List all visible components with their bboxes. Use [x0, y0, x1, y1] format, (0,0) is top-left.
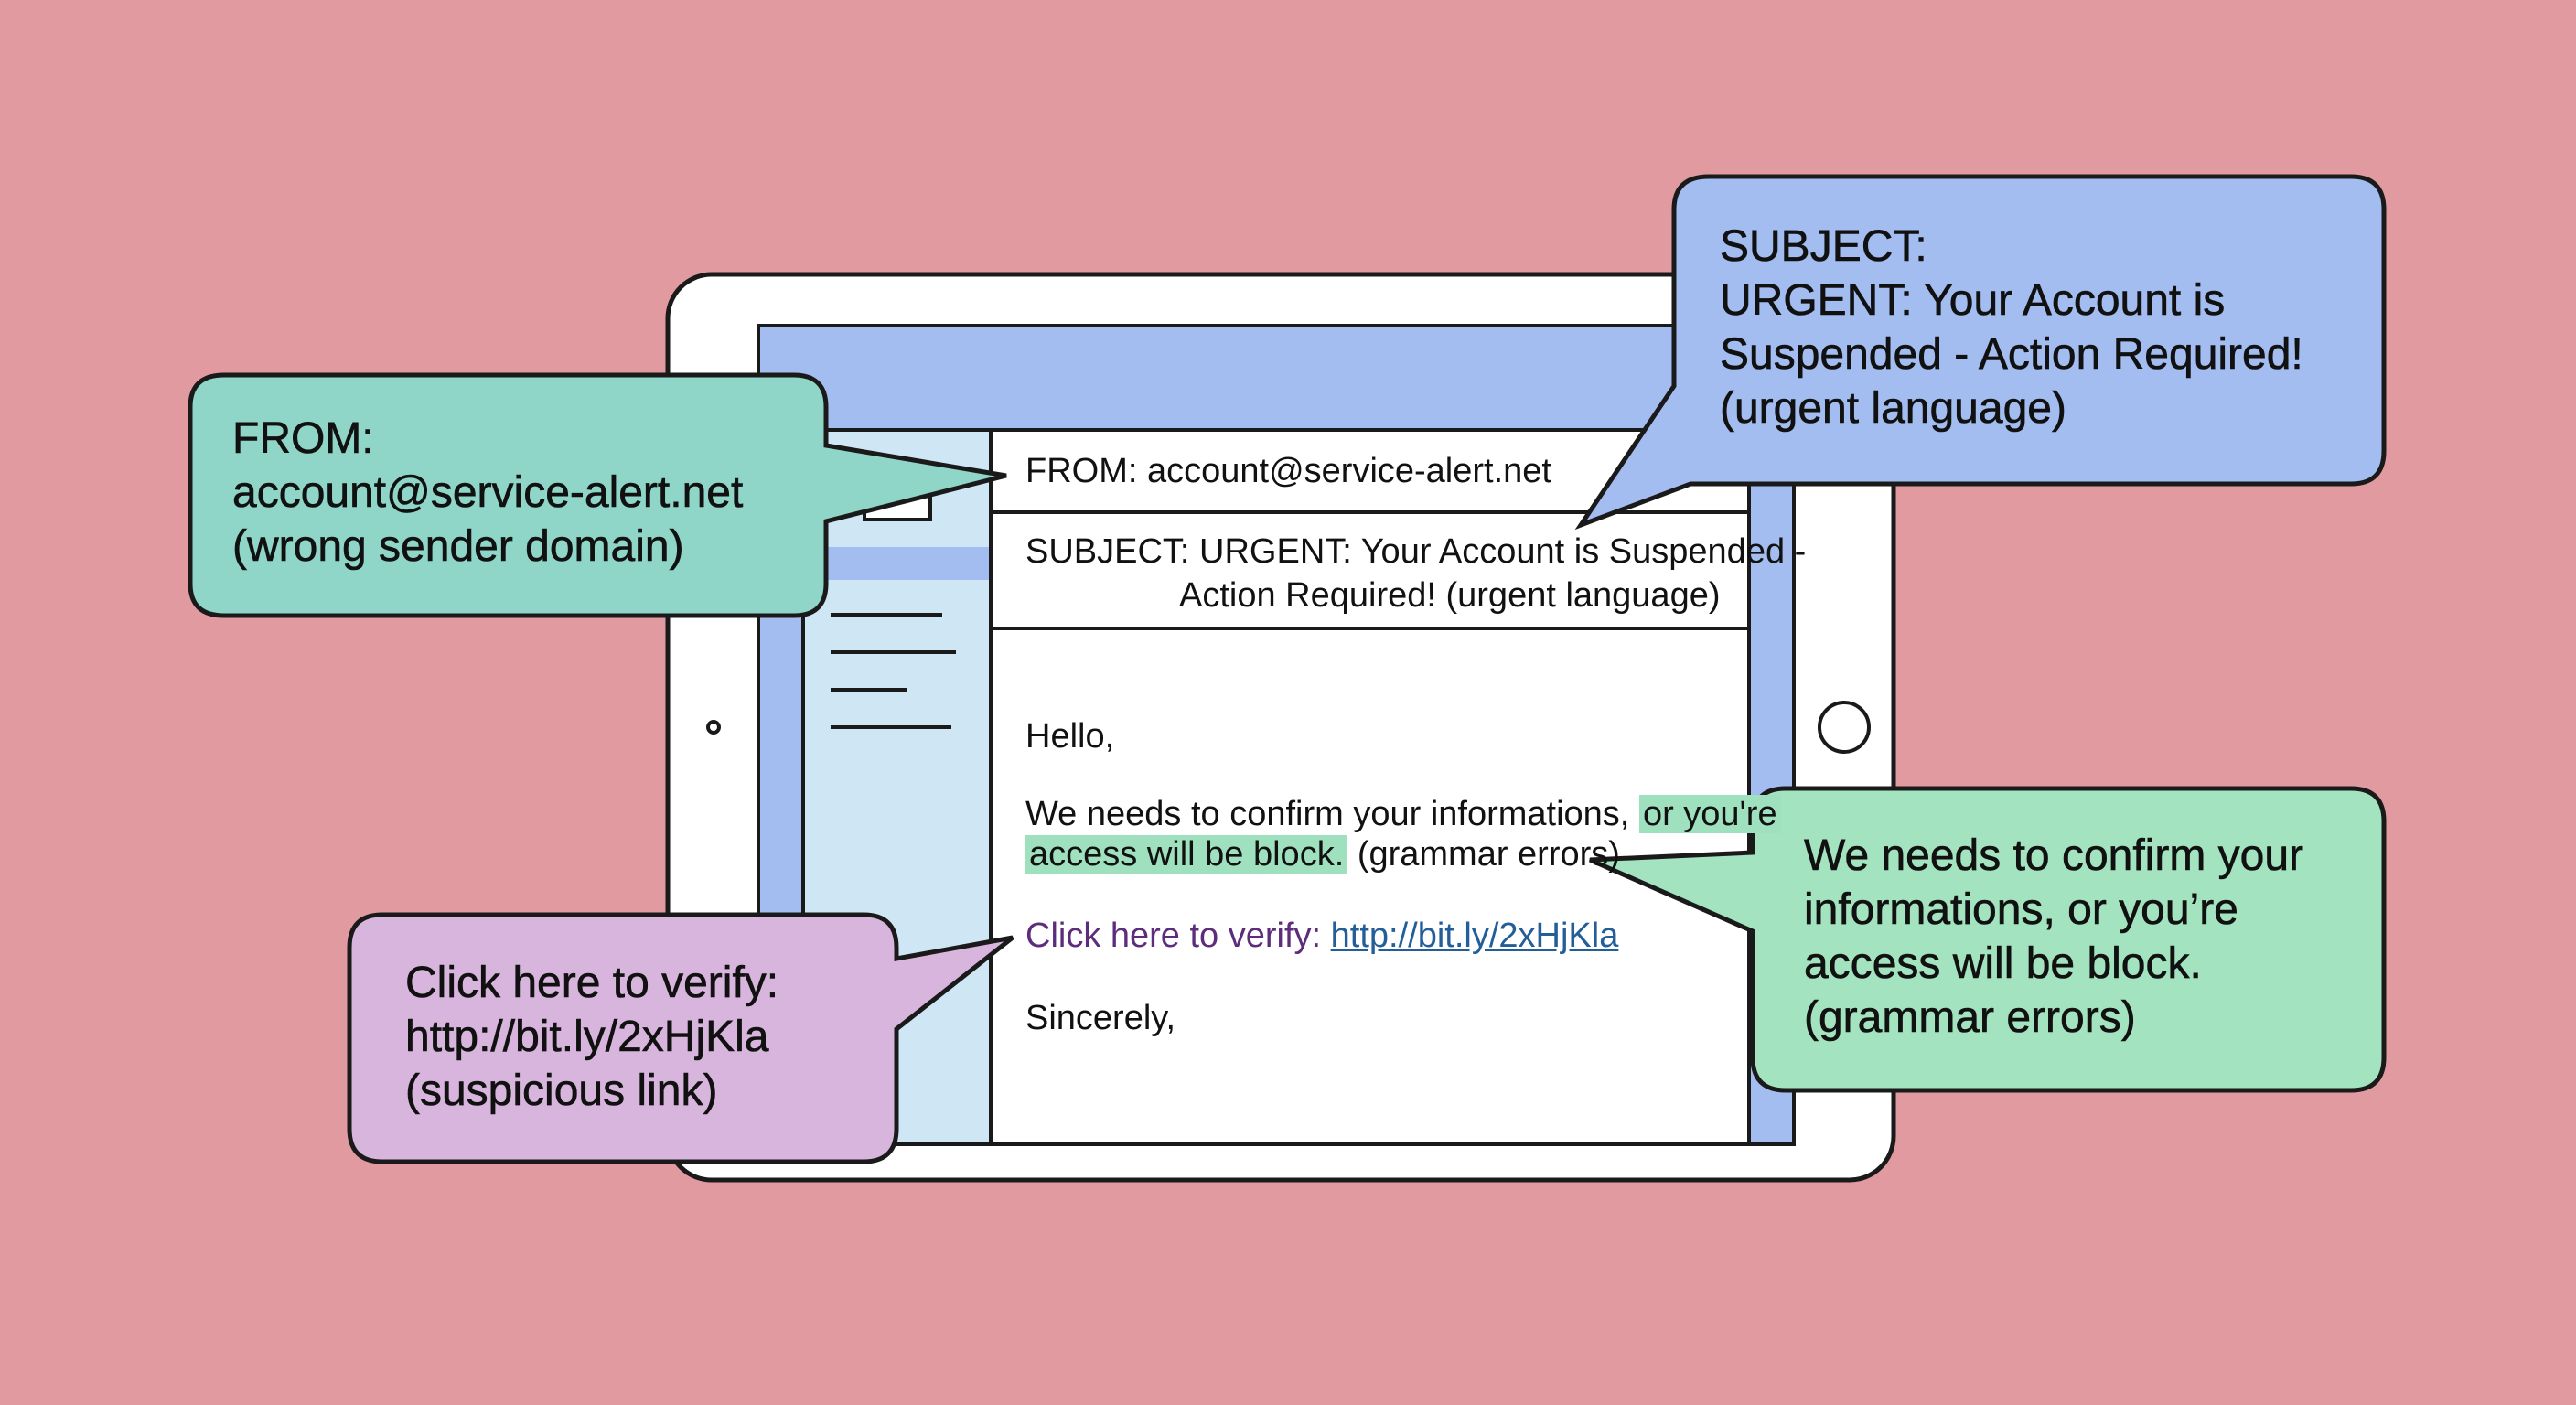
email-body-highlight: or you're [1638, 795, 1781, 833]
email-suspicious-link[interactable]: http://bit.ly/2xHjKla [1330, 917, 1619, 955]
camera-dot [706, 720, 721, 735]
from-callout-text: FROM: account@service-alert.net (wrong s… [232, 412, 744, 574]
email-link-prefix: Click here to verify: [1025, 917, 1322, 955]
callout-line: (suspicious link) [405, 1067, 718, 1116]
email-link-line: Click here to verify: http://bit.ly/2xHj… [1025, 915, 1618, 959]
callout-line: account@service-alert.net [232, 468, 744, 518]
callout-line: http://bit.ly/2xHjKla [405, 1013, 769, 1062]
from-callout-bubble [188, 372, 1007, 618]
email-from-line: FROM: account@service-alert.net [1025, 452, 1551, 490]
email-body-text: We needs to confirm your informations, [1025, 795, 1630, 833]
subject-callout-text: SUBJECT: URGENT: Your Account is Suspend… [1720, 220, 2303, 435]
email-signoff: Sincerely, [1025, 999, 1176, 1037]
callout-line: Suspended - Action Required! [1720, 330, 2303, 380]
subject-callout-bubble [1574, 174, 2387, 531]
callout-line: (grammar errors) [1804, 993, 2136, 1043]
email-subject-line: SUBJECT: URGENT: Your Account is Suspend… [1025, 531, 1806, 617]
callout-line: access will be block. [1804, 939, 2202, 989]
email-body-highlight: access will be block. [1025, 835, 1348, 874]
email-greeting: Hello, [1025, 717, 1115, 756]
callout-line: FROM: [232, 414, 374, 464]
link-callout-bubble [347, 912, 1014, 1164]
callout-line: URGENT: Your Account is [1720, 276, 2226, 326]
email-body: We needs to confirm your informations, o… [1025, 794, 1781, 874]
callout-line: (wrong sender domain) [232, 522, 684, 572]
sidebar-selected-row [805, 547, 989, 580]
email-subject-part-1: SUBJECT: URGENT: Your Account is Suspend… [1025, 532, 1807, 571]
email-subject-part-2: Action Required! (urgent language) [1179, 575, 1721, 615]
callout-line: We needs to confirm your [1804, 831, 2304, 881]
callout-line: Click here to verify: [405, 959, 779, 1008]
callout-line: informations, or you’re [1804, 885, 2238, 935]
home-button [1818, 701, 1871, 754]
email-body-note: (grammar errors) [1357, 835, 1620, 874]
callout-line: SUBJECT: [1720, 222, 1927, 272]
email-content [989, 428, 1751, 1146]
grammar-callout-text: We needs to confirm your informations, o… [1804, 829, 2304, 1045]
callout-line: (urgent language) [1720, 384, 2067, 434]
link-callout-text: Click here to verify: http://bit.ly/2xHj… [405, 956, 779, 1118]
